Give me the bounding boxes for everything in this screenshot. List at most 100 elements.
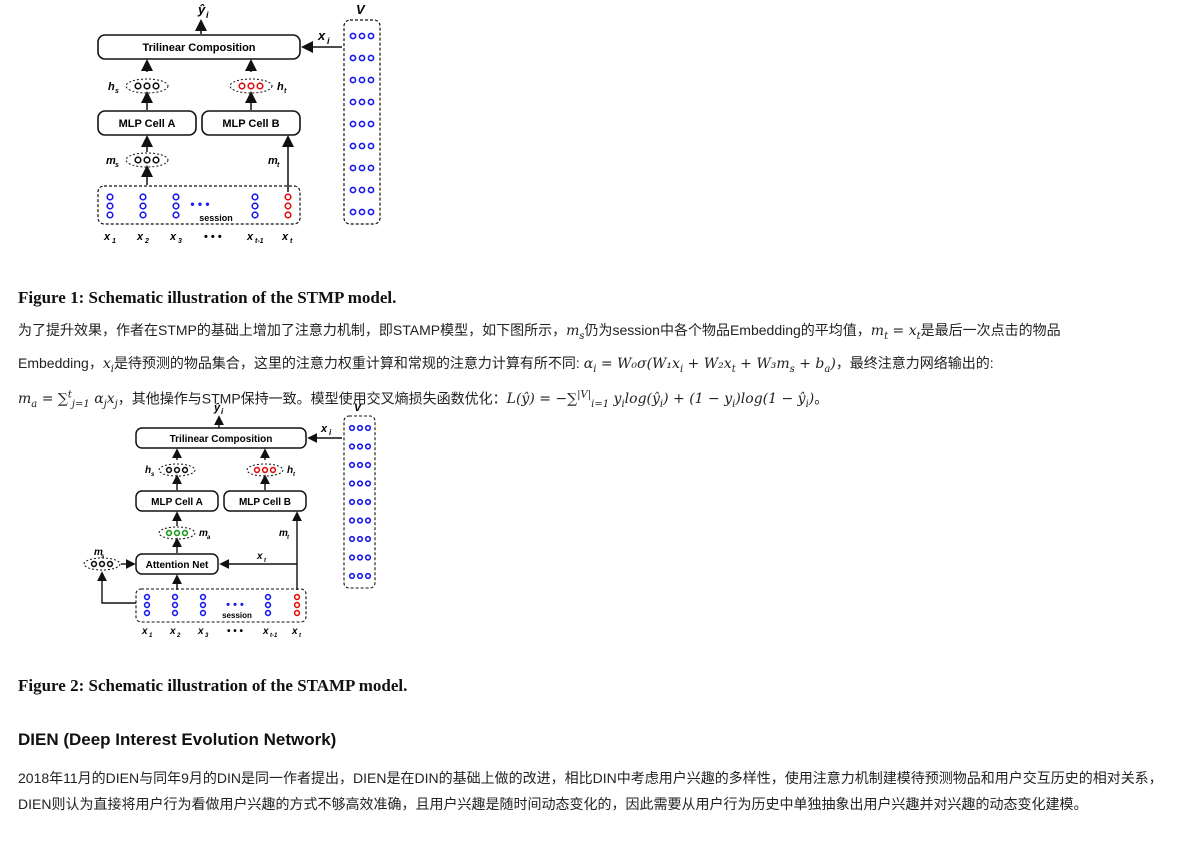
hs-label-sub: s [151, 472, 155, 478]
para-text-6: ，最终注意力网络输出的: [835, 354, 994, 371]
output-label: ŷ [213, 402, 221, 414]
v-item-circle [367, 98, 375, 106]
xt-label-sub: t [290, 238, 293, 245]
ht-circle [238, 82, 246, 90]
x1-label: x [141, 626, 148, 637]
session-item-circle [143, 593, 151, 601]
ms-circles [90, 560, 114, 568]
hs-circle [173, 466, 181, 474]
math-ms: ms [566, 323, 585, 342]
v-item-circle [358, 32, 366, 40]
x3-label-sub: 3 [178, 238, 182, 245]
hs-vector [158, 463, 196, 477]
session-item-circle [199, 593, 207, 601]
v-item-circle [348, 480, 356, 487]
figure-2: ŷ i Trilinear Composition x i V h s h t … [80, 398, 390, 643]
x1-label-sub: 1 [149, 633, 153, 639]
v-item-circle [367, 186, 375, 194]
session-item-circle [264, 601, 272, 609]
ma-circle [165, 529, 173, 537]
ms-circles [134, 156, 160, 164]
session-label: session [199, 213, 233, 223]
ms-circle [98, 560, 106, 568]
xt1-label: x [262, 626, 269, 637]
v-item-circle [349, 98, 357, 106]
session-item-circle [172, 202, 180, 210]
xi-label: x [320, 423, 328, 435]
xt1-label-sub: t-1 [255, 238, 264, 245]
hs-circle [152, 82, 160, 90]
v-item-circle [358, 76, 366, 84]
x1-label-sub: 1 [112, 238, 116, 245]
session-item-circle [171, 601, 179, 609]
v-item-circle [367, 54, 375, 62]
mlp-cell-b-label: MLP Cell B [222, 118, 279, 130]
ms-circle [143, 156, 151, 164]
ht-vector [246, 463, 284, 477]
v-item-circle [356, 424, 364, 432]
x3-label-sub: 3 [205, 633, 209, 639]
session-item-circles [106, 193, 292, 219]
v-item-circle [367, 142, 375, 150]
hs-vector [125, 78, 169, 94]
v-item-circle [364, 517, 372, 524]
session-item-circle [264, 593, 272, 601]
math-loss-formula: L(ŷ) = −∑|V|i=1 yilog(ŷi) + (1 − yi)log(… [506, 389, 815, 411]
math-ma-formula: ma = ∑tj=1 αjxj [18, 389, 118, 411]
session-item-circle [172, 211, 180, 219]
xt1-label: x [246, 231, 254, 243]
session-dots: • • • [226, 599, 244, 611]
ht-circle [253, 466, 261, 474]
math-alpha-formula: αi = W₀σ(W₁xi + W₂xt + W₃ms + ba) [583, 355, 836, 375]
section-heading: DIEN (Deep Interest Evolution Network) [18, 730, 337, 749]
v-item-circle [358, 120, 366, 128]
attention-net-box [135, 553, 219, 575]
mt-label: m [279, 528, 288, 539]
hs-circle [134, 82, 142, 90]
figure-1-caption: Figure 1: Schematic illustration of the … [18, 288, 397, 307]
ms-circle [152, 156, 160, 164]
session-item-circles [143, 593, 301, 617]
para-text-7: ，其他操作与STMP保持一致。模型使用交叉熵损失函数优化： [117, 390, 507, 407]
session-item-circle [251, 211, 259, 219]
hs-circle [165, 466, 173, 474]
figure-1-diagram: ŷ i Trilinear Composition x i V h s h t … [97, 2, 381, 245]
figure-1: ŷ i Trilinear Composition x i V h s h t … [90, 0, 400, 250]
xt-label: x [281, 231, 289, 243]
trilinear-label: Trilinear Composition [142, 42, 255, 54]
mt-label: m [268, 155, 278, 167]
hs-circle [143, 82, 151, 90]
x-dots-label: • • • [227, 626, 244, 637]
session-item-circle [139, 211, 147, 219]
para-text-3: 是最后一次点击的物品 [920, 322, 1061, 338]
mlp-cell-b [223, 490, 307, 512]
v-item-circle [348, 498, 356, 506]
v-item-circle [348, 443, 356, 450]
ms-circle [90, 560, 98, 568]
v-item-circle [349, 164, 357, 172]
ht-circle [261, 466, 269, 474]
hs-label: h [108, 81, 115, 93]
v-item-circle [349, 186, 357, 194]
ma-label-sub: a [207, 535, 211, 541]
v-item-circle [356, 461, 364, 469]
session-dots: • • • [190, 197, 209, 211]
v-item-circle [358, 54, 366, 62]
v-item-circle [364, 461, 372, 469]
mlp-cell-b-label: MLP Cell B [239, 497, 291, 508]
session-item-circle [106, 211, 114, 219]
session-box [97, 185, 301, 225]
x2-label-sub: 2 [144, 238, 149, 245]
math-xi: xi [102, 355, 114, 375]
xt-label-sub: t [299, 633, 302, 639]
x-dots-label: • • • [204, 231, 222, 243]
x3-label: x [169, 231, 177, 243]
session-item-circle [171, 609, 179, 617]
xi-label-sub: i [327, 36, 330, 46]
para-text-8: 。 [814, 390, 829, 407]
v-item-circle [349, 208, 357, 216]
session-item-circle [293, 593, 301, 601]
trilinear-box [135, 427, 307, 449]
v-item-circle [348, 461, 356, 469]
ms-label-sub: s [101, 554, 105, 560]
